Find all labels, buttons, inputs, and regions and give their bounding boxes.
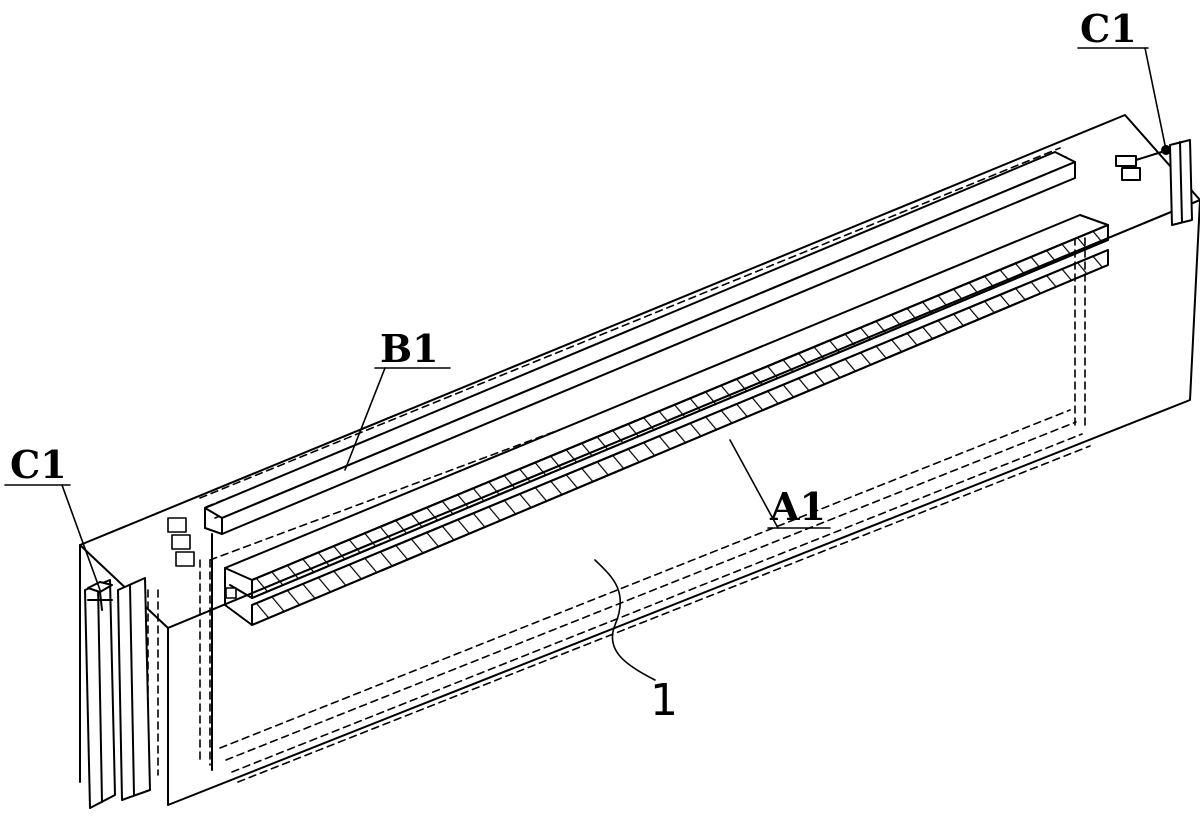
c1-left-inner-rail	[117, 577, 151, 801]
a1-upper-outline	[251, 224, 1109, 599]
label-c1-right: C1	[1080, 6, 1137, 51]
strip-b1	[204, 151, 1076, 771]
a1-lower-outline	[251, 249, 1109, 626]
label-part-1: 1	[650, 675, 678, 726]
end-plate-c1-right	[1115, 139, 1193, 226]
label-c1-left: C1	[10, 442, 67, 487]
leader-c1-left	[61, 484, 101, 591]
b1-front-face	[221, 161, 1076, 535]
leader-part-1	[594, 559, 656, 681]
strip-a1	[224, 214, 1109, 626]
left-connector-blocks	[167, 517, 237, 599]
leader-lines	[4, 47, 1166, 681]
label-a1: A1	[769, 484, 826, 529]
label-b1: B1	[380, 326, 439, 371]
end-plate-c1-left	[84, 577, 151, 809]
leader-a1	[729, 439, 779, 529]
leader-c1-right	[1144, 47, 1166, 146]
c1-left-bracket	[87, 581, 113, 593]
leader-b1	[344, 367, 386, 471]
